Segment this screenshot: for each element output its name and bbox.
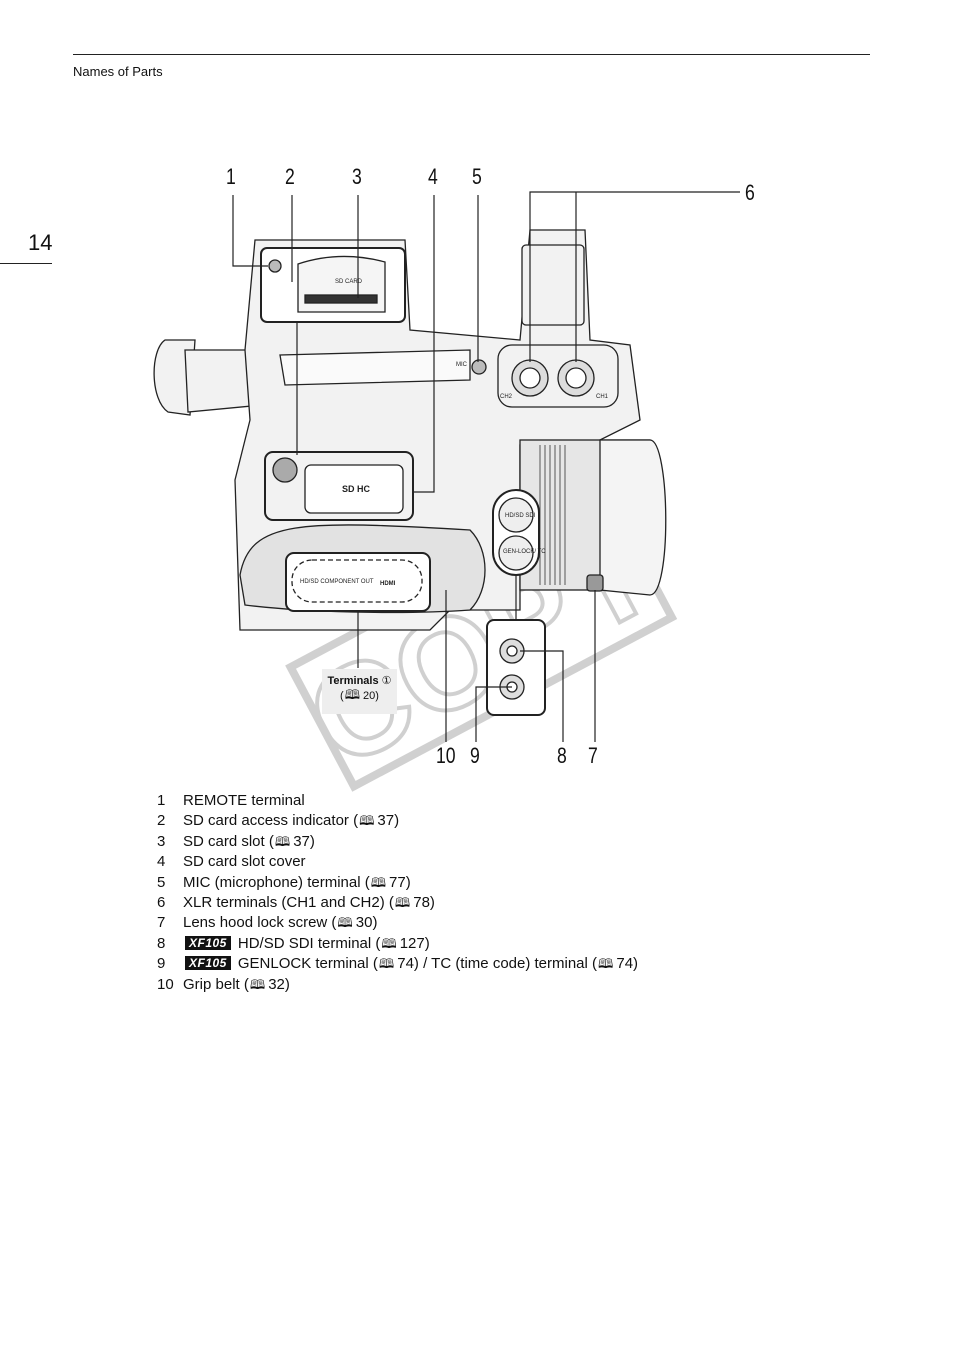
- legend-item-number: 10: [157, 975, 174, 993]
- callout-9: 9: [470, 743, 480, 768]
- label-ch2: CH2: [500, 394, 513, 400]
- legend-item-text: Grip belt (🕮32): [183, 975, 290, 995]
- legend-item-number: 3: [157, 832, 166, 850]
- parts-legend: 1 REMOTE terminal 2 SD card access indicato…: [157, 791, 638, 995]
- book-icon: 🕮: [337, 915, 353, 931]
- terminals-ref: 20: [363, 690, 376, 702]
- legend-item-text: Lens hood lock screw (🕮30): [183, 913, 377, 933]
- page-reference[interactable]: (🕮30): [327, 914, 377, 931]
- label-hdsd-sdi: HD/SD SDI: [505, 513, 536, 519]
- label-sd-card: SD CARD: [335, 279, 363, 285]
- book-icon: 🕮: [394, 895, 411, 911]
- callout-5: 5: [472, 164, 482, 189]
- page-reference[interactable]: (🕮74): [588, 955, 638, 972]
- legend-item-number: 8: [157, 934, 166, 952]
- reference-page-number: 37: [377, 812, 395, 830]
- legend-item-text: MIC (microphone) terminal (🕮77): [183, 873, 411, 893]
- legend-item-number: 6: [157, 894, 166, 912]
- book-icon: 🕮: [370, 874, 387, 890]
- model-badge: XF105: [185, 935, 231, 950]
- callout-3: 3: [352, 164, 362, 189]
- model-badge: XF105: [185, 956, 231, 971]
- label-sd-logo: SD HC: [342, 484, 371, 494]
- label-mic: MIC: [456, 362, 468, 368]
- legend-item-text: SD card access indicator (🕮37): [183, 811, 399, 831]
- callout-10: 10: [436, 743, 456, 768]
- page-number: 14: [28, 230, 53, 255]
- legend-item-text: SD card slot (🕮37): [183, 832, 315, 852]
- page-reference[interactable]: (🕮74): [369, 955, 419, 972]
- callout-2: 2: [285, 164, 295, 189]
- book-icon: 🕮: [598, 956, 614, 972]
- reference-page-number: 78: [413, 894, 430, 912]
- reference-page-number: 127: [399, 934, 425, 952]
- legend-item-number: 2: [157, 812, 166, 830]
- legend-item-number: 1: [157, 792, 166, 809]
- legend-item: 6 XLR terminals (CH1 and CH2) (🕮78): [157, 893, 638, 913]
- callout-6: 6: [745, 180, 755, 205]
- callout-4: 4: [428, 164, 438, 189]
- page-reference[interactable]: (🕮37): [265, 833, 315, 850]
- label-hdsd-component: HD/SD COMPONENT OUT: [300, 579, 374, 585]
- reference-page-number: 30: [355, 914, 373, 932]
- legend-item: 2 SD card access indicator (🕮37): [157, 811, 638, 831]
- label-genlock-tc: GEN-LOCK/ TC: [503, 549, 546, 555]
- callout-8: 8: [557, 743, 567, 768]
- legend-item-number: 7: [157, 914, 166, 932]
- callout-1: 1: [226, 164, 236, 189]
- legend-item: 3 SD card slot (🕮37): [157, 832, 638, 852]
- book-icon: 🕮: [344, 687, 361, 702]
- label-hdmi: HDMI: [380, 581, 396, 587]
- terminals-title: Terminals: [327, 675, 379, 687]
- book-icon: 🕮: [378, 956, 395, 972]
- reference-page-number: 74: [616, 955, 634, 973]
- header-rule: [73, 54, 870, 55]
- book-icon: 🕮: [249, 976, 266, 992]
- legend-item: 4 SD card slot cover: [157, 852, 638, 872]
- callout-7: 7: [588, 743, 598, 768]
- terminals-box: Terminals ① (🕮20): [322, 669, 397, 714]
- legend-item-number: 9: [157, 955, 166, 973]
- label-ch1: CH1: [596, 394, 609, 400]
- reference-page-number: 37: [293, 832, 310, 850]
- legend-item: 7 Lens hood lock screw (🕮30): [157, 913, 638, 933]
- reference-page-number: 77: [389, 873, 406, 891]
- legend-item-text: SD card slot cover: [183, 853, 306, 871]
- page-reference[interactable]: (🕮77): [361, 874, 411, 891]
- book-icon: 🕮: [359, 813, 375, 829]
- page-reference[interactable]: (🕮37): [349, 812, 399, 829]
- legend-item: 10 Grip belt (🕮32): [157, 975, 638, 995]
- book-icon: 🕮: [381, 935, 397, 951]
- section-title: Names of Parts: [73, 64, 163, 79]
- camcorder-illustration: COPY: [153, 191, 740, 797]
- page-reference[interactable]: (🕮127): [371, 934, 429, 952]
- reference-page-number: 74: [397, 955, 414, 973]
- book-icon: 🕮: [274, 833, 291, 849]
- page-number-rule: [0, 263, 52, 264]
- legend-item-text: REMOTE terminal: [183, 792, 305, 809]
- page-reference[interactable]: (🕮32): [240, 976, 290, 993]
- legend-item-text: XLR terminals (CH1 and CH2) (🕮78): [183, 893, 435, 913]
- legend-item-number: 5: [157, 873, 166, 891]
- legend-item-number: 4: [157, 853, 166, 871]
- reference-page-number: 32: [268, 975, 285, 993]
- page-reference[interactable]: (🕮78): [385, 894, 435, 911]
- legend-item: 1 REMOTE terminal: [157, 791, 638, 811]
- terminals-circled: ①: [381, 675, 392, 687]
- legend-item: 5 MIC (microphone) terminal (🕮77): [157, 873, 638, 893]
